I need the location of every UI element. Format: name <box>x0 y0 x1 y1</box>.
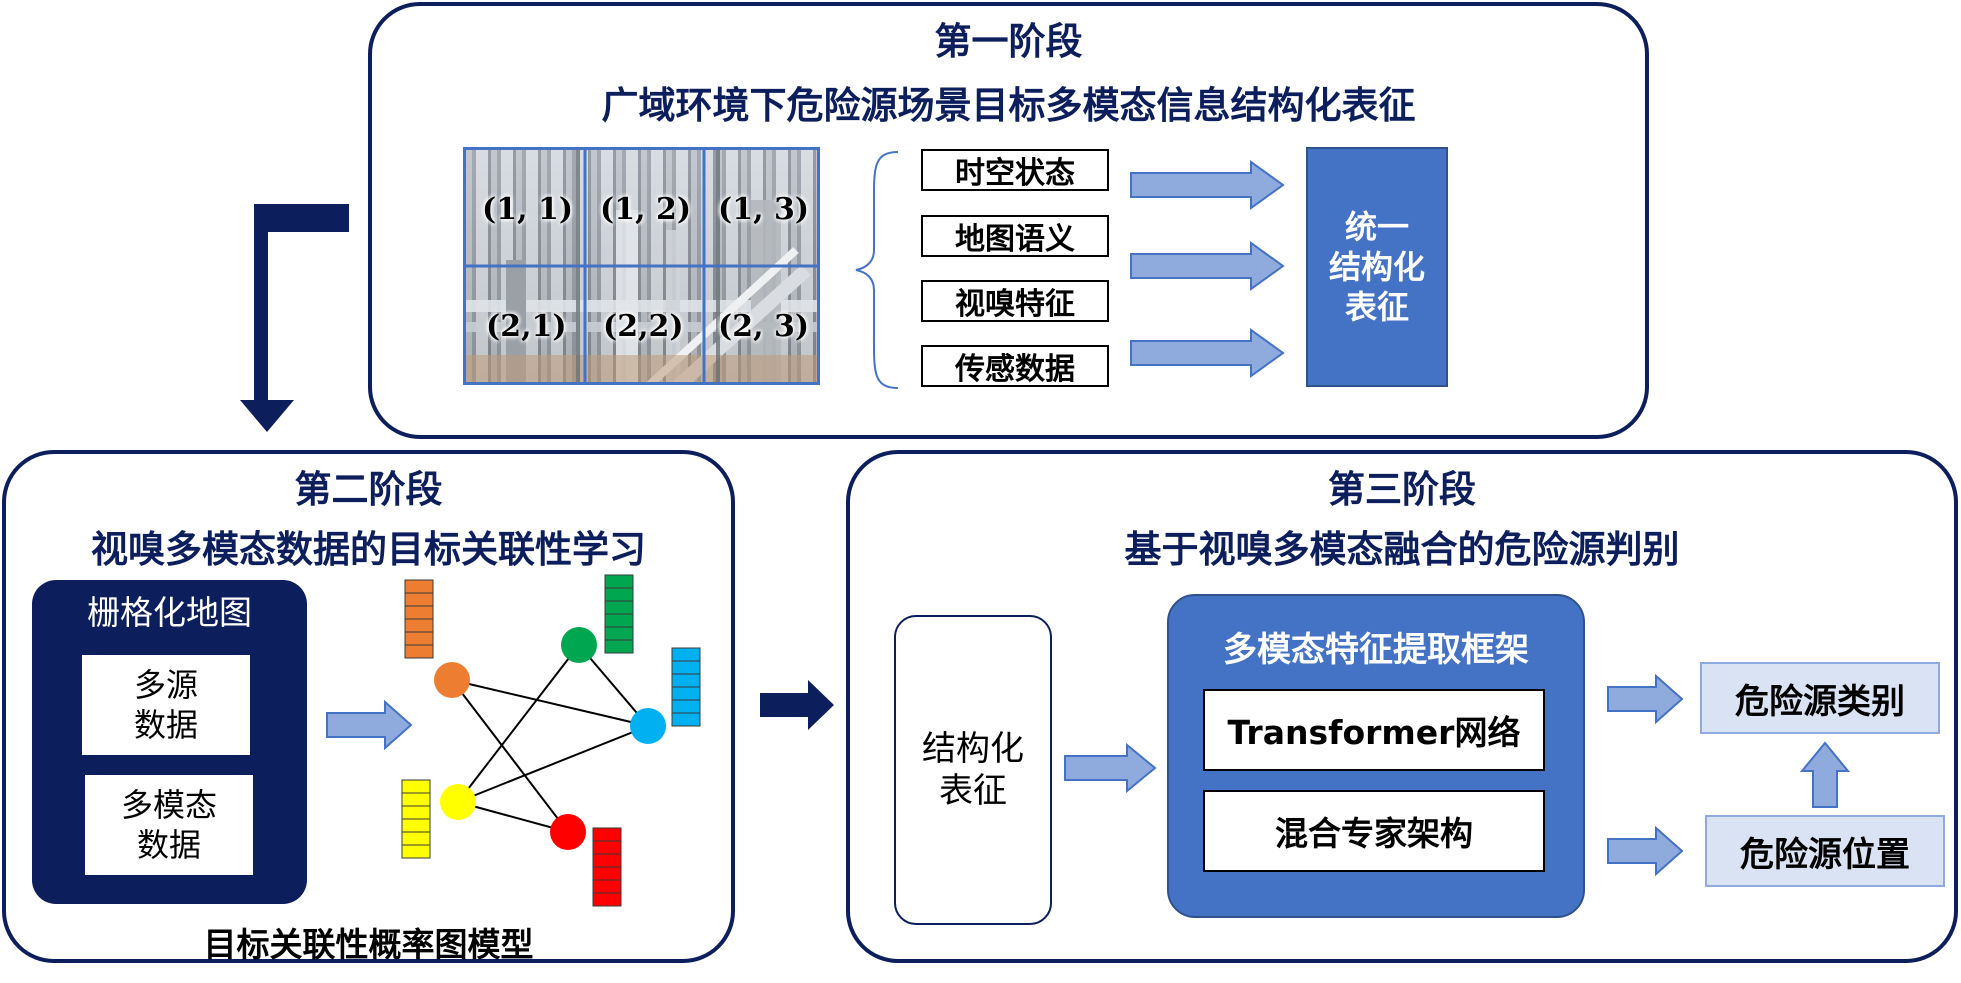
arrow-right-icon <box>1130 160 1285 210</box>
probabilistic-graph <box>401 574 701 907</box>
graph-feature-stack-blue <box>671 647 701 727</box>
grid-cell-label: (2, 3) <box>718 309 810 344</box>
feature-framework-title: 多模态特征提取框架 <box>1223 630 1529 670</box>
hazard-category-box: 危险源类别 <box>1700 662 1940 734</box>
arrow-right-icon <box>1607 673 1684 725</box>
graph-node-blue <box>630 708 666 744</box>
arrow-right-icon <box>1064 742 1157 794</box>
structured-representation-box: 结构化 表征 <box>894 615 1052 925</box>
arrow-right-icon <box>760 680 834 730</box>
info-box-map-semantics: 地图语义 <box>921 215 1109 257</box>
hazard-location-label: 危险源位置 <box>1740 834 1910 875</box>
arrow-right-icon <box>1130 328 1285 378</box>
grid-cell-label: (1, 2) <box>600 192 692 227</box>
graph-feature-stack-red <box>592 827 622 907</box>
unified-representation-label: 统一 结构化 表征 <box>1328 208 1425 326</box>
grid-cell-label: (2,2) <box>603 309 684 344</box>
grid-cell-label: (2,1) <box>486 309 567 344</box>
unified-representation-box: 统一 结构化 表征 <box>1306 147 1448 387</box>
graph-feature-stack-green <box>604 574 634 654</box>
multi-source-data-box: 多源 数据 <box>82 655 250 755</box>
transformer-network-box: Transformer网络 <box>1203 689 1545 771</box>
stage2-title: 第二阶段 <box>294 468 443 511</box>
elbow-arrow-down-icon <box>240 204 349 432</box>
stage3-title: 第三阶段 <box>1328 468 1476 511</box>
graph-edges <box>451 644 649 833</box>
structured-representation-label: 结构化 表征 <box>922 728 1024 812</box>
stage3-subtitle: 基于视嗅多模态融合的危险源判别 <box>1124 528 1680 571</box>
graph-node-red <box>550 814 586 850</box>
hazard-category-label: 危险源类别 <box>1735 681 1905 722</box>
graph-nodes <box>401 574 701 907</box>
stage1-subtitle: 广域环境下危险源场景目标多模态信息结构化表征 <box>601 84 1416 127</box>
left-brace <box>855 151 899 389</box>
stage2-subtitle: 视嗅多模态数据的目标关联性学习 <box>91 528 646 571</box>
mixture-of-experts-box: 混合专家架构 <box>1203 790 1545 872</box>
graph-caption: 目标关联性概率图模型 <box>203 925 534 964</box>
multi-source-data-label: 多源 数据 <box>133 666 198 744</box>
graph-node-yellow <box>440 784 476 820</box>
graph-node-green <box>561 627 597 663</box>
arrow-right-icon <box>326 699 413 751</box>
grid-cell-label: (1, 1) <box>482 192 574 227</box>
hazard-location-box: 危险源位置 <box>1705 815 1945 887</box>
multimodal-data-label: 多模态 数据 <box>120 786 217 864</box>
multimodal-data-box: 多模态 数据 <box>85 775 253 875</box>
arrow-right-icon <box>1607 825 1684 877</box>
graph-feature-stack-orange <box>404 579 434 659</box>
stage1-title: 第一阶段 <box>934 20 1083 63</box>
info-box-sensor-data: 传感数据 <box>921 345 1109 387</box>
info-box-visual-olfactory: 视嗅特征 <box>921 280 1109 322</box>
graph-node-orange <box>434 662 470 698</box>
scene-image-grid <box>463 147 820 385</box>
arrow-right-icon <box>1130 241 1285 291</box>
graph-feature-stack-yellow <box>401 779 431 859</box>
grid-cell-label: (1, 3) <box>718 192 810 227</box>
info-box-spatiotemporal: 时空状态 <box>921 149 1109 191</box>
arrow-up-icon <box>1799 741 1851 808</box>
rasterized-map-title: 栅格化地图 <box>87 593 252 632</box>
